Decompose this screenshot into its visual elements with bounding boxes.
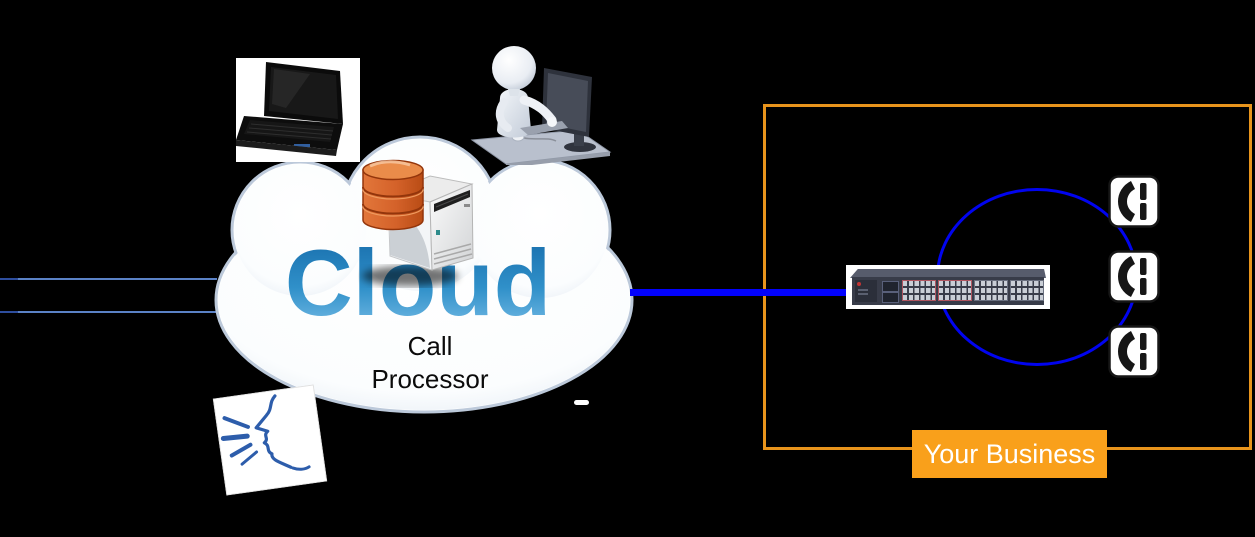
trunk-line-bottom-stub bbox=[0, 311, 18, 313]
switch-status-panel bbox=[855, 280, 877, 302]
smartphone-speaker-slot bbox=[574, 400, 589, 405]
desk-phone-icon bbox=[1108, 325, 1160, 378]
wan-connector-line bbox=[630, 289, 852, 296]
trunk-line-top-stub bbox=[0, 278, 18, 280]
laptop-icon bbox=[236, 58, 360, 162]
server-tower-icon bbox=[362, 159, 474, 286]
cloud-subtitle-line2: Processor bbox=[371, 364, 489, 394]
trunk-line-top bbox=[0, 278, 217, 280]
person-at-computer-icon bbox=[470, 46, 612, 165]
database-icon bbox=[362, 159, 424, 231]
desk-phone-icon bbox=[1108, 175, 1160, 228]
switch-top-face bbox=[850, 269, 1046, 278]
switch-port-group bbox=[938, 280, 972, 301]
switch-led bbox=[857, 282, 861, 286]
switch-uplink-port bbox=[882, 292, 899, 303]
switch-port-group bbox=[902, 280, 936, 301]
switch-front-face bbox=[852, 277, 1044, 305]
switch-port-group bbox=[974, 280, 1008, 301]
business-label: Your Business bbox=[912, 430, 1107, 478]
switch-uplink-port bbox=[882, 281, 899, 292]
voice-sketch-icon bbox=[212, 384, 328, 496]
switch-port-group bbox=[1010, 280, 1044, 301]
smartphone-icon bbox=[553, 392, 609, 462]
trunk-line-bottom bbox=[0, 311, 217, 313]
desk-phone-icon bbox=[1108, 250, 1160, 303]
cloud-subtitle-line1: Call bbox=[407, 331, 453, 361]
network-switch-icon bbox=[846, 265, 1050, 309]
